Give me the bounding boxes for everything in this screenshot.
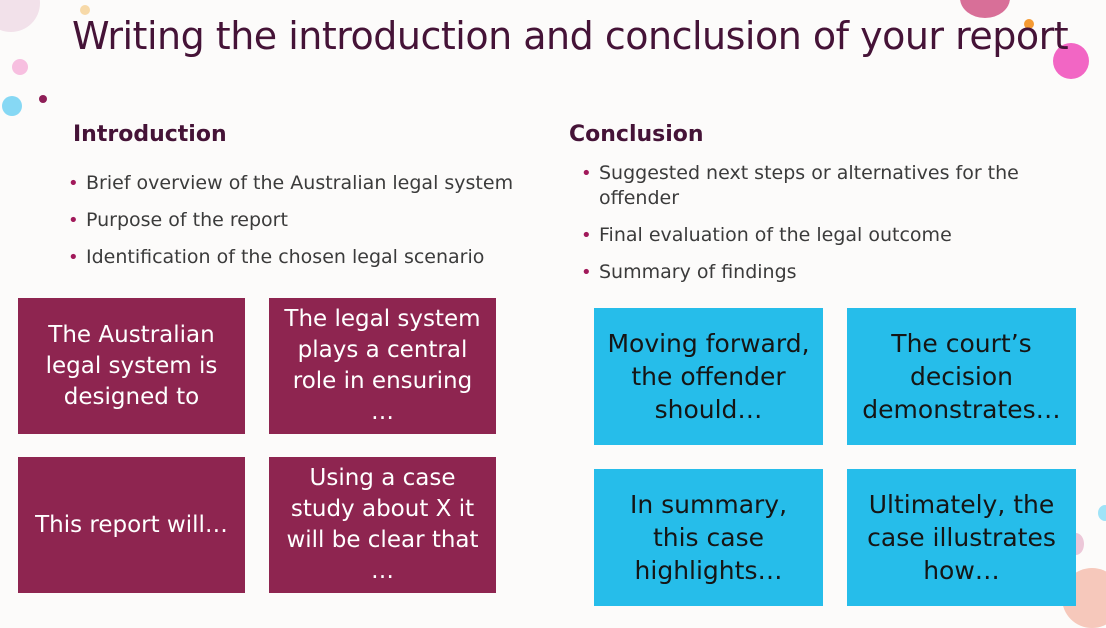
introduction-bullet-list: Brief overview of the Australian legal s… (64, 171, 534, 282)
intro-card-text: Using a case study about X it will be cl… (286, 465, 479, 584)
conclusion-card-text: Ultimately, the case illustrates how… (867, 490, 1056, 585)
list-item: Final evaluation of the legal outcome (577, 223, 1047, 248)
intro-card-text: The legal system plays a central role in… (284, 306, 481, 425)
conclusion-card: Ultimately, the case illustrates how… (847, 469, 1076, 606)
conclusion-heading: Conclusion (569, 122, 704, 147)
decor-dot (39, 95, 47, 103)
decor-dot (960, 0, 1010, 18)
introduction-heading: Introduction (73, 122, 227, 147)
list-item: Purpose of the report (64, 208, 534, 233)
decor-dot (2, 96, 22, 116)
conclusion-card: The court’s decision demonstrates… (847, 308, 1076, 445)
slide-title: Writing the introduction and conclusion … (72, 14, 1069, 58)
conclusion-card: In summary, this case highlights… (594, 469, 823, 606)
decor-dot (80, 5, 90, 15)
intro-card: The Australian legal system is designed … (18, 298, 245, 434)
conclusion-card: Moving forward, the offender should… (594, 308, 823, 445)
list-item: Summary of findings (577, 260, 1047, 285)
conclusion-card-text: Moving forward, the offender should… (607, 329, 810, 424)
decor-dot (12, 59, 28, 75)
intro-card: The legal system plays a central role in… (269, 298, 496, 434)
conclusion-card-text: In summary, this case highlights… (629, 490, 788, 585)
intro-card: Using a case study about X it will be cl… (269, 457, 496, 593)
conclusion-bullet-list: Suggested next steps or alternatives for… (577, 161, 1047, 297)
decor-dot (0, 0, 40, 32)
intro-card-text: This report will… (35, 511, 228, 538)
decor-dot (1053, 43, 1089, 79)
list-item: Identification of the chosen legal scena… (64, 245, 534, 270)
list-item: Brief overview of the Australian legal s… (64, 171, 534, 196)
intro-card-text: The Australian legal system is designed … (45, 321, 218, 410)
conclusion-card-text: The court’s decision demonstrates… (862, 329, 1061, 424)
decor-dot (1024, 19, 1034, 29)
intro-card: This report will… (18, 457, 245, 593)
decor-dot (1098, 505, 1106, 521)
list-item: Suggested next steps or alternatives for… (577, 161, 1047, 211)
